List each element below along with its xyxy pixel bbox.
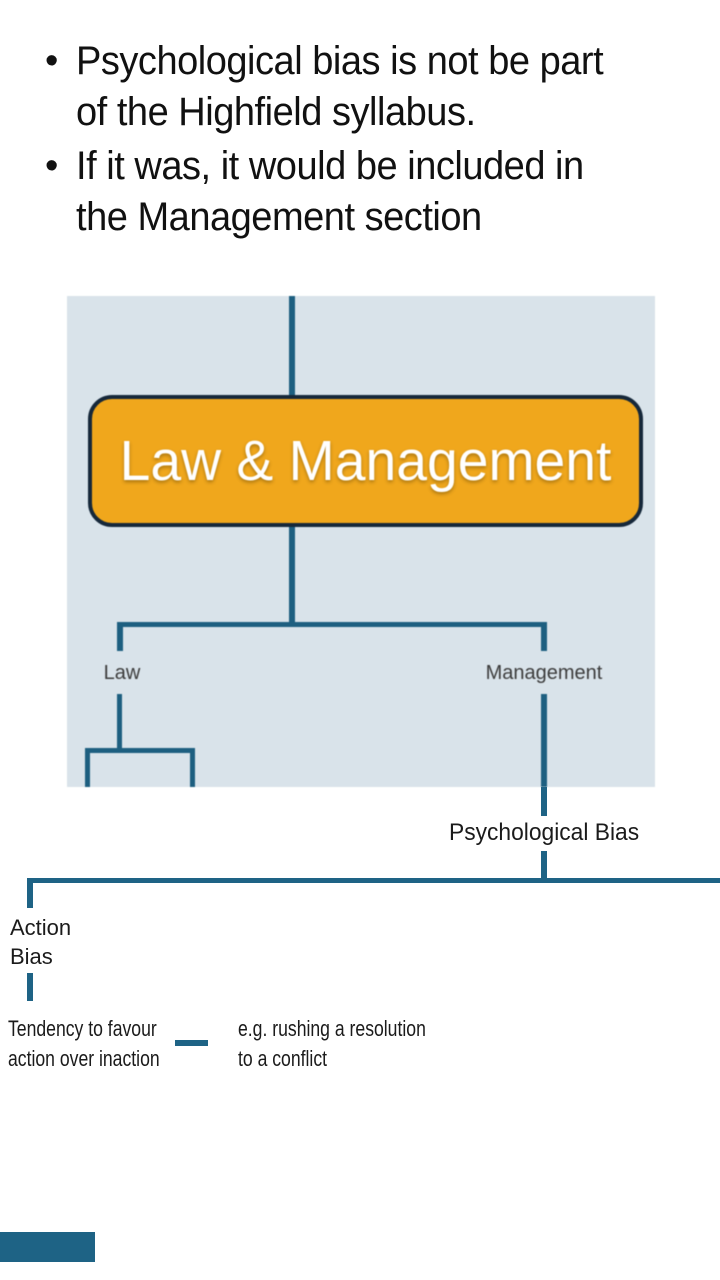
law-label: Law bbox=[103, 662, 141, 684]
definition-line: action over inaction bbox=[8, 1046, 160, 1071]
definition-text: Tendency to favour action over inaction bbox=[8, 1014, 198, 1074]
management-label: Management bbox=[485, 662, 603, 684]
connector-management-extension bbox=[541, 787, 547, 816]
root-node-box: Law & Management bbox=[88, 395, 643, 527]
bullet-marker: • bbox=[45, 40, 59, 82]
dash-connector bbox=[175, 1040, 208, 1046]
connector-law-sub-left bbox=[85, 748, 90, 787]
bullet-text-line: Psychological bias is not be part bbox=[76, 39, 604, 83]
connector-law-down bbox=[117, 694, 122, 748]
bullet-marker: • bbox=[45, 145, 59, 187]
bullet-text: Psychological bias is not be part of the… bbox=[76, 36, 631, 138]
connector-law-sub-right bbox=[190, 748, 195, 787]
org-chart-image: Law & Management Law Management bbox=[67, 296, 655, 787]
bullet-text-line: If it was, it would be included in bbox=[76, 144, 584, 188]
action-bias-line: Bias bbox=[10, 944, 53, 969]
connector-stub-law bbox=[117, 622, 123, 651]
connector-wide-horizontal bbox=[27, 878, 720, 883]
bullet-text-line: the Management section bbox=[76, 195, 482, 239]
bullet-item: • If it was, it would be included in the… bbox=[45, 141, 705, 243]
root-node-label: Law & Management bbox=[119, 429, 612, 493]
action-bias-label: Action Bias bbox=[10, 913, 71, 971]
psychological-bias-label: Psychological Bias bbox=[449, 819, 640, 846]
connector-trunk-bottom bbox=[289, 527, 295, 623]
bullet-text-line: of the Highfield syllabus. bbox=[76, 90, 476, 134]
bullet-item: • Psychological bias is not be part of t… bbox=[45, 36, 705, 138]
action-bias-line: Action bbox=[10, 915, 72, 940]
example-line: e.g. rushing a resolution bbox=[238, 1016, 426, 1041]
definition-line: Tendency to favour bbox=[8, 1016, 157, 1041]
connector-law-sub-horizontal bbox=[85, 748, 195, 753]
bullet-list: • Psychological bias is not be part of t… bbox=[45, 36, 705, 246]
example-text: e.g. rushing a resolution to a conflict bbox=[238, 1014, 473, 1074]
connector-stub-management bbox=[541, 622, 547, 651]
accent-bar bbox=[0, 1232, 95, 1262]
connector-action-stub-top bbox=[27, 878, 33, 908]
bullet-text: If it was, it would be included in the M… bbox=[76, 141, 610, 243]
connector-branch-horizontal bbox=[117, 622, 547, 627]
connector-management-down bbox=[541, 694, 547, 787]
connector-psych-down bbox=[541, 851, 547, 879]
example-line: to a conflict bbox=[238, 1046, 328, 1071]
connector-trunk-top bbox=[289, 296, 295, 396]
connector-action-stub-bottom bbox=[27, 973, 33, 1001]
